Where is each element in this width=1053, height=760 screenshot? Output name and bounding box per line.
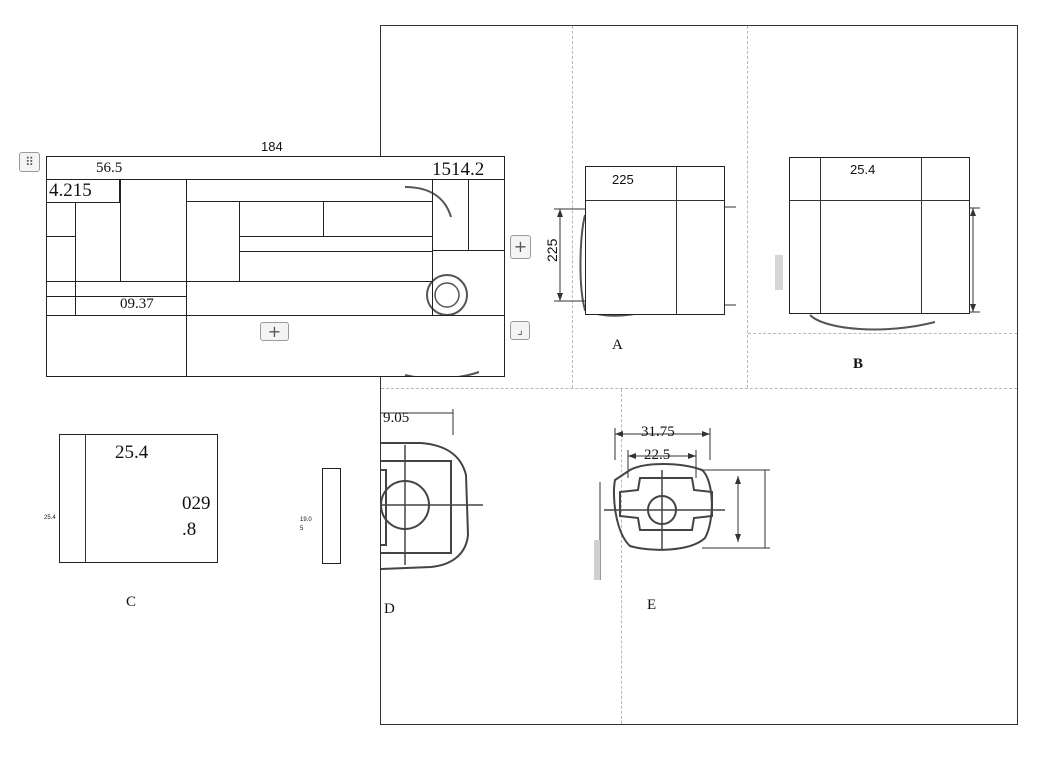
table-cell[interactable] bbox=[432, 250, 504, 316]
table-top-label: 184 bbox=[261, 139, 283, 154]
table-cell[interactable] bbox=[75, 281, 187, 297]
add-row-button[interactable]: + bbox=[260, 322, 289, 341]
drawing-c-side-box bbox=[322, 468, 341, 564]
drawing-b-box bbox=[789, 157, 970, 314]
table-cell[interactable] bbox=[186, 281, 433, 316]
table-row-value[interactable]: 4.215 bbox=[49, 180, 92, 201]
table-cell[interactable] bbox=[239, 251, 433, 282]
resize-handle-icon[interactable]: ⌟ bbox=[510, 321, 530, 340]
table-cell[interactable] bbox=[47, 315, 187, 376]
drawing-e-dim-outer: 31.75 bbox=[641, 424, 675, 440]
table-cell[interactable] bbox=[186, 315, 504, 376]
table-header-left[interactable]: 56.5 bbox=[96, 160, 123, 176]
drawing-e-label: E bbox=[647, 597, 657, 613]
drawing-c-right-line1: 029 bbox=[182, 493, 211, 514]
drawing-a-box bbox=[585, 166, 725, 315]
table-cell[interactable] bbox=[186, 201, 240, 282]
table-cell[interactable] bbox=[120, 179, 187, 282]
table-cell[interactable] bbox=[239, 201, 324, 237]
drawing-d-sketch bbox=[380, 409, 483, 570]
drawing-a-label: A bbox=[612, 337, 623, 353]
drawing-e-dim-inner: 22.5 bbox=[644, 447, 671, 463]
drawing-a-top-value: 225 bbox=[612, 172, 634, 187]
grid-line bbox=[621, 389, 622, 724]
table-drag-handle-icon[interactable]: ⠿ bbox=[19, 152, 40, 172]
drawing-b-sketch bbox=[775, 207, 980, 331]
drawing-e-sketch bbox=[594, 428, 770, 580]
grid-line bbox=[381, 388, 1017, 389]
table-header-right[interactable]: 1514.2 bbox=[432, 159, 485, 180]
table-cell[interactable] bbox=[468, 179, 504, 251]
add-column-button[interactable]: + bbox=[510, 235, 531, 259]
drawing-c-label: C bbox=[126, 594, 137, 610]
drawing-c-box bbox=[59, 434, 218, 563]
drawing-d-dim: 9.05 bbox=[383, 410, 410, 426]
drawing-c-right-line2: .8 bbox=[182, 519, 197, 540]
drawing-c-top-value: 25.4 bbox=[115, 442, 149, 463]
grid-line bbox=[747, 26, 748, 388]
editable-table[interactable]: 56.5 1514.2 4.215 09.37 bbox=[46, 156, 505, 377]
table-cell[interactable] bbox=[186, 179, 433, 202]
table-cell-value[interactable]: 09.37 bbox=[120, 296, 154, 312]
table-cell[interactable] bbox=[47, 281, 76, 297]
table-cell[interactable] bbox=[75, 202, 121, 282]
drawing-b-top-value: 25.4 bbox=[850, 162, 876, 177]
grid-line bbox=[748, 333, 1017, 334]
drawing-a-side-value: 225 bbox=[544, 238, 560, 262]
table-cell[interactable] bbox=[323, 201, 433, 237]
drawing-c-side-line1: 19.0 bbox=[300, 517, 312, 523]
drawing-b-label: B bbox=[853, 356, 864, 372]
grid-line bbox=[572, 26, 573, 388]
table-cell[interactable] bbox=[432, 179, 469, 251]
drawing-d-label: D bbox=[384, 601, 395, 617]
drawing-c-left-small: 25.4 bbox=[44, 515, 56, 521]
drawing-c-side-line2: 5 bbox=[300, 526, 304, 532]
table-cell[interactable] bbox=[47, 296, 76, 316]
table-cell[interactable] bbox=[239, 236, 433, 252]
table-cell[interactable] bbox=[47, 236, 76, 282]
table-cell[interactable] bbox=[47, 202, 76, 237]
drawing-a-sketch bbox=[554, 206, 736, 317]
